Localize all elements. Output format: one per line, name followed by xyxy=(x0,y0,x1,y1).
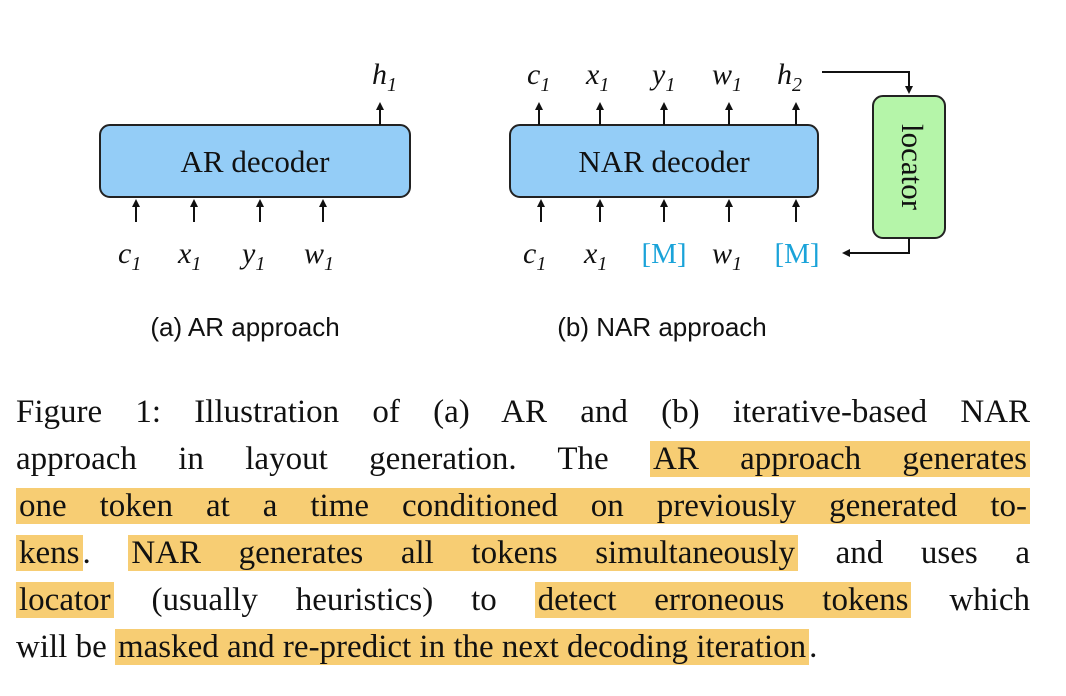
svg-text:w1: w1 xyxy=(712,237,742,275)
subcaption-a: (a) AR approach xyxy=(150,312,339,342)
svg-text:x1: x1 xyxy=(585,58,609,96)
caption-line: locator (usually heuristics) to detect e… xyxy=(16,577,1030,624)
nar-mask-token: [M] xyxy=(774,238,819,270)
nar-output-token: x1 xyxy=(585,58,609,96)
svg-text:c1: c1 xyxy=(118,237,141,275)
nar-output-token: c1 xyxy=(527,58,550,96)
svg-text:x1: x1 xyxy=(177,237,201,275)
subcaption-b: (b) NAR approach xyxy=(557,312,767,342)
locator-to-mask-arrow xyxy=(842,238,910,257)
nar-output-token: w1 xyxy=(712,58,742,96)
svg-text:c1: c1 xyxy=(523,237,546,275)
caption-line: Figure 1: Illustration of (a) AR and (b)… xyxy=(16,394,1030,430)
h2-to-locator-arrow xyxy=(822,71,913,94)
caption-highlight: masked and re-predict in the next decodi… xyxy=(114,629,810,665)
caption-line: will be masked and re-predict in the nex… xyxy=(16,629,818,665)
ar-decoder-label: AR decoder xyxy=(181,144,331,179)
nar-mask-token: [M] xyxy=(641,238,686,270)
nar-input-token: w1 xyxy=(712,237,742,275)
svg-text:x1: x1 xyxy=(583,237,607,275)
ar-input-token: w1 xyxy=(304,237,334,275)
caption-line: approach in layout generation. The AR ap… xyxy=(16,436,1031,483)
caption-highlight: locator xyxy=(16,582,114,618)
caption-highlight: one token at a time conditioned on previ… xyxy=(16,488,1030,524)
svg-text:h1: h1 xyxy=(372,58,397,96)
svg-text:h2: h2 xyxy=(777,58,802,96)
caption-highlight: AR approach generates xyxy=(649,441,1031,477)
svg-text:y1: y1 xyxy=(649,58,675,96)
caption-line: one token at a time conditioned on previ… xyxy=(16,483,1030,530)
figure-caption: Figure 1: Illustration of (a) AR and (b)… xyxy=(16,389,1031,671)
svg-text:c1: c1 xyxy=(527,58,550,96)
caption-highlight: NAR generates all tokens simultaneously xyxy=(128,535,799,571)
ar-output-token: h1 xyxy=(372,58,397,96)
svg-text:w1: w1 xyxy=(712,58,742,96)
svg-text:y1: y1 xyxy=(239,237,265,275)
nar-decoder-label: NAR decoder xyxy=(578,144,750,179)
caption-highlight: detect erroneous tokens xyxy=(534,582,912,618)
locator-label: locator xyxy=(895,124,930,211)
figure-diagram: AR decoder NAR decoder locator h1 c1 x1 … xyxy=(99,58,946,342)
ar-input-token: c1 xyxy=(118,237,141,275)
nar-output-token: y1 xyxy=(649,58,675,96)
nar-input-token: x1 xyxy=(583,237,607,275)
ar-decoder-box xyxy=(99,124,411,198)
caption-highlight: kens xyxy=(16,535,83,571)
nar-output-token: h2 xyxy=(777,58,802,96)
svg-text:w1: w1 xyxy=(304,237,334,275)
nar-input-token: c1 xyxy=(523,237,546,275)
ar-input-token: x1 xyxy=(177,237,201,275)
ar-input-token: y1 xyxy=(239,237,265,275)
caption-line: kens. NAR generates all tokens simultane… xyxy=(16,530,1030,577)
